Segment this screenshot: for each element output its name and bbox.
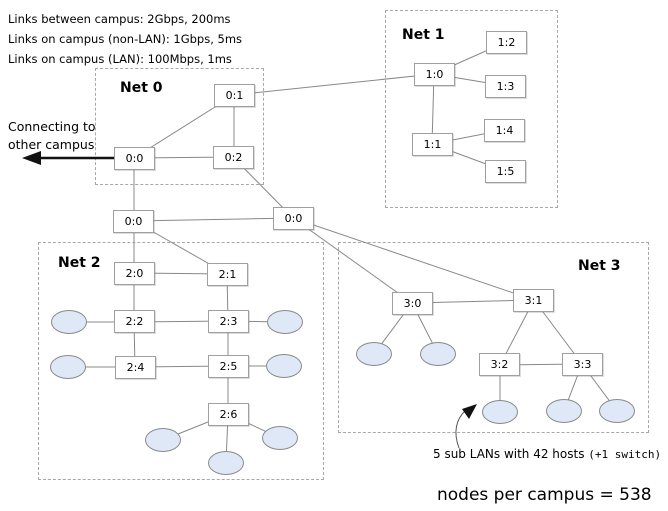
node-0-0-core-right: 0:0 <box>273 207 314 230</box>
node-1-0: 1:0 <box>414 63 455 86</box>
node-3-3: 3:3 <box>562 353 603 376</box>
node-1-2: 1:2 <box>486 31 527 54</box>
node-2-4: 2:4 <box>115 356 156 379</box>
node-3-0: 3:0 <box>392 292 433 315</box>
sublan-note: 5 sub LANs with 42 hosts (+1 switch) <box>433 447 661 461</box>
lan-ellipse-net3-4 <box>546 399 582 423</box>
sublan-note-text: 5 sub LANs with 42 hosts <box>433 447 589 461</box>
link-speed-legend: Links between campus: 2Gbps, 200ms Links… <box>8 9 242 69</box>
net2-boundary <box>38 242 324 480</box>
net3-boundary <box>338 242 649 433</box>
lan-ellipse-net2-1 <box>51 310 87 334</box>
node-3-1: 3:1 <box>513 289 554 312</box>
node-2-3: 2:3 <box>208 310 249 333</box>
node-0-0-core-left: 0:0 <box>113 210 154 233</box>
node-3-2: 3:2 <box>479 353 520 376</box>
sublan-note-suffix: (+1 switch) <box>588 448 662 461</box>
lan-ellipse-net2-2 <box>267 310 303 334</box>
lan-ellipse-net2-6 <box>208 451 244 475</box>
connecting-note: Connecting to other campus <box>8 118 96 154</box>
nodes-per-campus-note: nodes per campus = 538 <box>437 485 652 505</box>
legend-line-between-campus: Links between campus: 2Gbps, 200ms <box>8 12 231 26</box>
net2-label: Net 2 <box>58 255 101 271</box>
link-lines <box>68 41 618 464</box>
connecting-note-line2: other campus <box>8 137 95 152</box>
node-1-4: 1:4 <box>484 119 525 142</box>
node-0-1: 0:1 <box>214 84 255 107</box>
node-2-0: 2:0 <box>114 262 155 285</box>
net1-label: Net 1 <box>402 27 445 43</box>
lan-ellipse-net2-5 <box>145 428 181 452</box>
node-1-3: 1:3 <box>485 75 526 98</box>
node-0-0-net0: 0:0 <box>114 147 155 170</box>
lan-ellipse-net3-1 <box>356 342 392 366</box>
connecting-note-line1: Connecting to <box>8 119 96 134</box>
legend-line-lan: Links on campus (LAN): 100Mbps, 1ms <box>8 52 232 66</box>
lan-ellipse-net2-7 <box>262 426 298 450</box>
sublan-callout-arrow <box>455 404 477 449</box>
node-2-1: 2:1 <box>207 263 248 286</box>
net0-boundary <box>95 68 264 185</box>
lan-ellipse-net2-4 <box>266 354 302 378</box>
lan-ellipse-net2-3 <box>50 355 86 379</box>
node-1-5: 1:5 <box>485 160 526 183</box>
lan-ellipse-net3-5 <box>599 399 635 423</box>
node-2-6: 2:6 <box>208 403 249 426</box>
net3-label: Net 3 <box>578 258 621 274</box>
other-campus-arrow <box>22 151 114 165</box>
node-1-1: 1:1 <box>412 133 453 156</box>
lan-ellipse-net3-2 <box>420 342 456 366</box>
net1-boundary <box>385 10 558 208</box>
lan-ellipse-net3-3 <box>482 400 518 424</box>
node-0-2: 0:2 <box>213 146 254 169</box>
legend-line-non-lan: Links on campus (non-LAN): 1Gbps, 5ms <box>8 32 243 46</box>
node-2-5: 2:5 <box>208 355 249 378</box>
node-2-2: 2:2 <box>114 310 155 333</box>
net0-label: Net 0 <box>120 80 163 96</box>
